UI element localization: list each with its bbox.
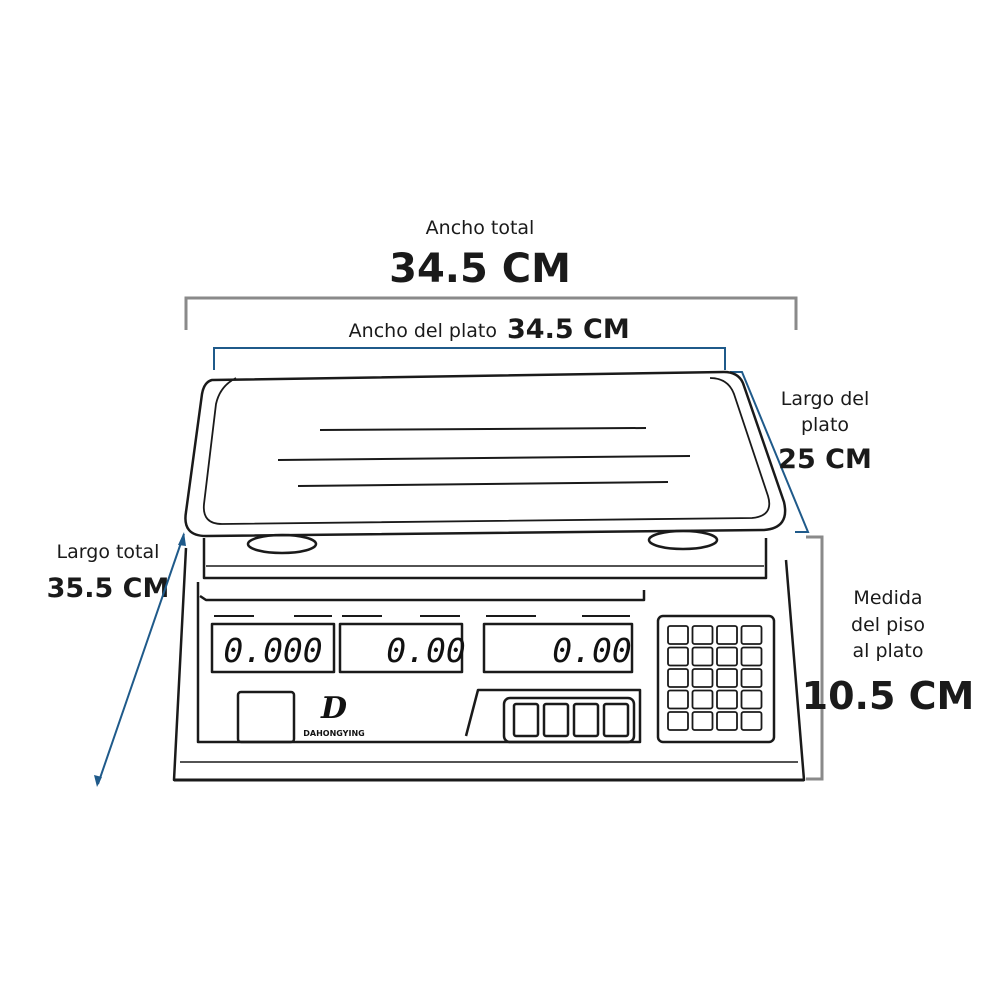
plate-groove-3 bbox=[297, 481, 669, 487]
keypad-bezel bbox=[656, 614, 776, 744]
total-length-line bbox=[97, 533, 185, 785]
keypad-key bbox=[667, 689, 689, 710]
keypad-key bbox=[740, 689, 763, 710]
display-total-frame bbox=[482, 622, 634, 674]
keypad-key bbox=[667, 668, 689, 688]
keypad-key bbox=[691, 646, 714, 667]
function-button-2 bbox=[542, 702, 570, 738]
display-total bbox=[482, 615, 634, 674]
keypad-key bbox=[740, 646, 763, 667]
keypad-key bbox=[716, 625, 738, 645]
keypad-key bbox=[740, 668, 763, 688]
total-length-label: Largo total bbox=[57, 541, 160, 563]
display-price-value: 0.00 bbox=[386, 631, 465, 670]
function-button-group bbox=[502, 696, 636, 744]
display-weight bbox=[210, 615, 336, 674]
plate-groove-1 bbox=[319, 427, 647, 431]
plate-support-outline bbox=[202, 538, 768, 580]
scale-body bbox=[172, 547, 806, 782]
plate-groove-2 bbox=[277, 455, 691, 461]
left-foot-pad bbox=[246, 533, 318, 555]
total-width-bracket bbox=[184, 296, 798, 330]
total-length-arrowhead-top bbox=[178, 532, 186, 546]
keypad-key bbox=[667, 625, 689, 645]
plate-inner-rim bbox=[202, 377, 771, 525]
floor-to-plate-bracket bbox=[806, 535, 824, 781]
floor-to-plate-dimension: Medida del piso al plato 10.5 CM bbox=[802, 535, 975, 781]
scale-illustration bbox=[172, 370, 806, 782]
plate-length-bracket bbox=[730, 371, 810, 533]
function-button-3 bbox=[572, 702, 600, 738]
weighing-plate bbox=[184, 370, 787, 538]
plate-support bbox=[202, 529, 768, 580]
total-width-value: 34.5 CM bbox=[389, 246, 571, 292]
keypad-keys bbox=[667, 625, 763, 731]
plate-width-dimension: Ancho del plato 34.5 CM bbox=[213, 314, 726, 370]
plate-width-label: Ancho del plato bbox=[349, 320, 497, 342]
function-button-1 bbox=[512, 702, 540, 738]
floor-to-plate-label-line2: del piso bbox=[851, 614, 925, 636]
brand-logo: D DAHONGYING bbox=[303, 691, 364, 738]
square-button bbox=[236, 690, 296, 744]
display-panel-top bbox=[199, 590, 646, 602]
keypad-key bbox=[716, 689, 738, 710]
brand-mark: D bbox=[320, 691, 347, 726]
display-weight-frame bbox=[210, 622, 336, 674]
keypad-key bbox=[716, 711, 738, 731]
plate-length-value: 25 CM bbox=[778, 444, 872, 475]
display-weight-value: 0.000 bbox=[223, 631, 322, 670]
floor-to-plate-label-line3: al plato bbox=[852, 640, 923, 662]
display-panel-outline bbox=[196, 582, 642, 744]
plate-outer-rim bbox=[184, 370, 787, 538]
plate-width-value: 34.5 CM bbox=[507, 314, 630, 345]
keypad-key bbox=[691, 711, 714, 731]
brand-name: DAHONGYING bbox=[303, 729, 364, 738]
total-length-value: 35.5 CM bbox=[47, 573, 170, 604]
total-width-label: Ancho total bbox=[426, 217, 535, 239]
total-length-dimension: Largo total 35.5 CM bbox=[47, 532, 186, 787]
keypad-key bbox=[716, 668, 738, 688]
keypad bbox=[656, 614, 776, 744]
keypad-key bbox=[691, 668, 714, 688]
plate-width-bracket bbox=[213, 347, 726, 370]
keypad-key bbox=[667, 646, 689, 667]
display-price bbox=[338, 615, 464, 674]
plate-length-dimension: Largo del plato 25 CM bbox=[730, 371, 872, 533]
right-foot-pad bbox=[647, 529, 719, 551]
total-width-dimension: Ancho total 34.5 CM bbox=[184, 217, 798, 330]
plate-length-label-line1: Largo del bbox=[781, 388, 869, 410]
total-length-arrowhead-bottom bbox=[94, 775, 102, 787]
keypad-key bbox=[667, 711, 689, 731]
plate-length-label-line2: plato bbox=[801, 414, 849, 436]
keypad-key bbox=[691, 689, 714, 710]
display-total-value: 0.00 bbox=[552, 631, 631, 670]
function-button-bezel bbox=[502, 696, 636, 744]
keypad-key bbox=[716, 646, 738, 667]
floor-to-plate-label-line1: Medida bbox=[853, 587, 922, 609]
keypad-key bbox=[691, 625, 714, 645]
keypad-key bbox=[740, 711, 763, 731]
display-price-frame bbox=[338, 622, 464, 674]
keypad-key bbox=[740, 625, 763, 645]
floor-to-plate-value: 10.5 CM bbox=[802, 674, 975, 718]
function-button-4 bbox=[602, 702, 630, 738]
